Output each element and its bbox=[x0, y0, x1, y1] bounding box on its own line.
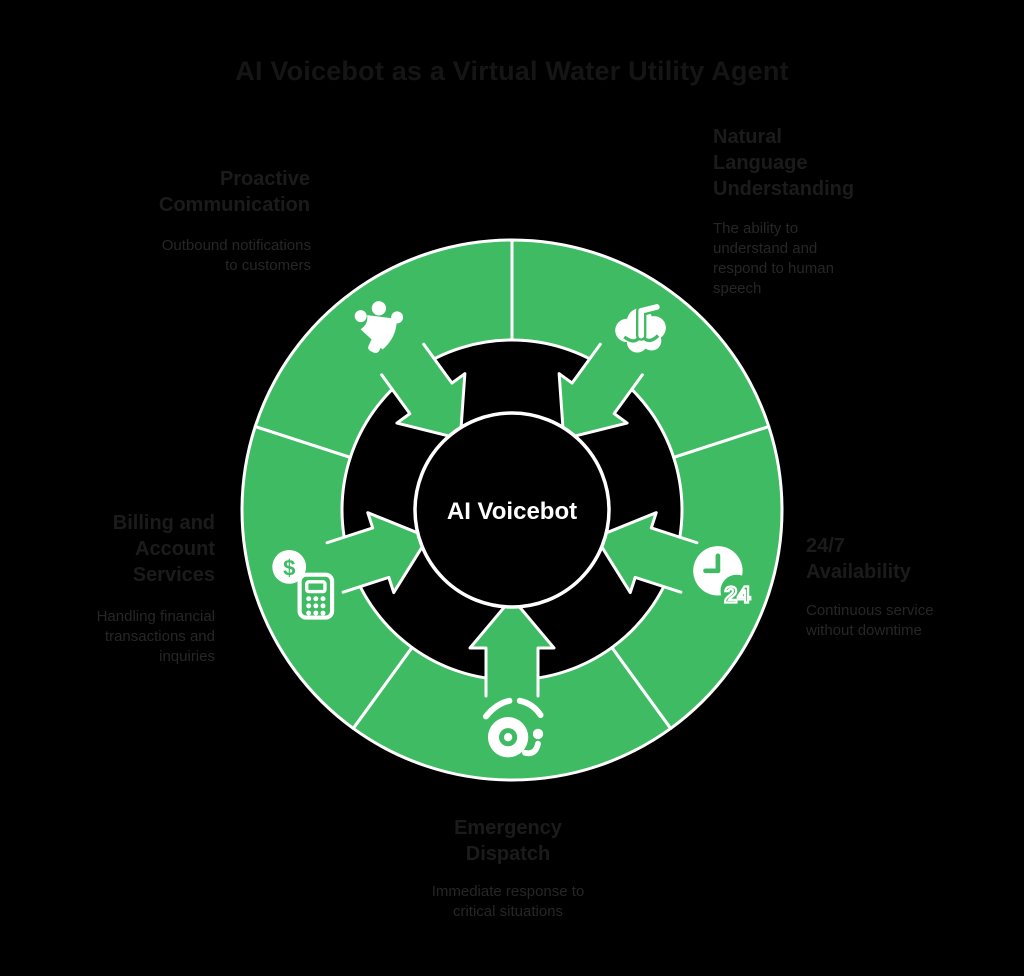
section-desc-proactive-communication: Outbound notifications to customers bbox=[161, 236, 311, 276]
section-title-proactive-communication: Proactive Communication bbox=[110, 166, 310, 218]
section-desc-text: Immediate response to critical situation… bbox=[431, 883, 585, 920]
section-title-text: Natural Language Understanding bbox=[713, 126, 855, 200]
center-label: AI Voicebot bbox=[447, 498, 577, 525]
section-title-text: 24/7 Availability bbox=[806, 535, 911, 583]
brain-icon bbox=[615, 301, 666, 353]
section-title-emergency-dispatch: Emergency Dispatch bbox=[428, 815, 588, 867]
section-desc-text: The ability to understand and respond to… bbox=[713, 220, 834, 297]
dollar-symbol: $ bbox=[283, 555, 295, 580]
clock-24-icon: 24 bbox=[693, 546, 753, 609]
section-title-text: Billing and Account Services bbox=[112, 512, 215, 586]
section-desc-billing-account-services: Handling financial transactions and inqu… bbox=[55, 607, 215, 667]
section-desc-24-7-availability: Continuous service without downtime bbox=[806, 601, 981, 641]
center-circle bbox=[413, 411, 611, 609]
ring-segment bbox=[253, 238, 514, 459]
clock-24-badge: 24 bbox=[724, 582, 750, 608]
section-title-text: Proactive Communication bbox=[158, 168, 310, 216]
section-desc-text: Continuous service without downtime bbox=[806, 602, 934, 639]
ring-segment bbox=[351, 646, 673, 782]
alarm-bell-icon bbox=[483, 697, 544, 758]
inward-arrows bbox=[325, 342, 699, 698]
dollar-calculator-icon: $ bbox=[272, 550, 335, 620]
section-desc-text: Handling financial transactions and inqu… bbox=[96, 608, 215, 665]
section-title-text: Emergency Dispatch bbox=[454, 817, 562, 865]
section-desc-emergency-dispatch: Immediate response to critical situation… bbox=[423, 882, 593, 922]
megaphone-icon bbox=[354, 301, 404, 354]
section-title-natural-language-understanding: Natural Language Understanding bbox=[713, 124, 855, 202]
section-title-24-7-availability: 24/7 Availability bbox=[806, 533, 916, 585]
section-title-billing-account-services: Billing and Account Services bbox=[65, 510, 215, 588]
page-title: AI Voicebot as a Virtual Water Utility A… bbox=[235, 56, 789, 86]
section-desc-text: Outbound notifications to customers bbox=[161, 237, 311, 274]
section-desc-natural-language-understanding: The ability to understand and respond to… bbox=[713, 219, 863, 299]
